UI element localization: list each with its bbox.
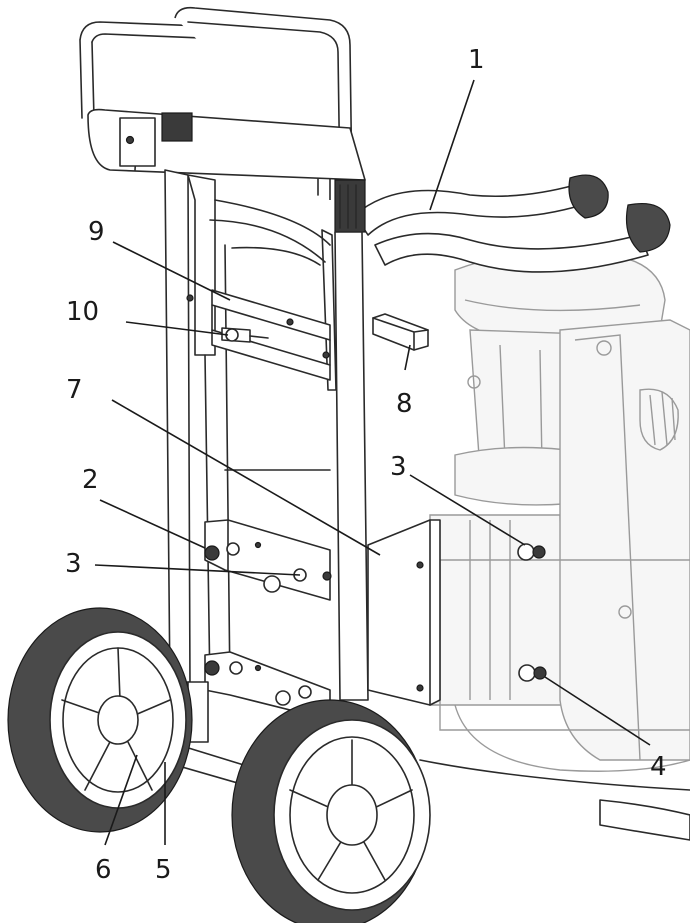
callout-6: 6	[95, 855, 112, 885]
folding-handle	[79, 6, 366, 233]
mounting-rail	[186, 289, 331, 381]
left-wheel	[7, 607, 193, 833]
leader-lines	[94, 79, 651, 846]
callout-9: 9	[88, 217, 105, 247]
trolley-frame	[164, 169, 369, 701]
motor-bolts	[517, 543, 547, 682]
callout-3b: 3	[390, 452, 407, 482]
callout-7: 7	[66, 375, 83, 405]
motor-unit	[429, 251, 690, 772]
callout-3: 3	[65, 549, 82, 579]
mounting-plate	[367, 519, 441, 706]
callout-8: 8	[396, 389, 413, 419]
callout-5: 5	[155, 855, 172, 885]
callout-4: 4	[650, 752, 667, 782]
callout-10: 10	[66, 297, 99, 327]
callout-1: 1	[468, 45, 485, 75]
handle-bar	[354, 174, 671, 273]
right-wheel	[231, 699, 690, 923]
callout-labels: 1 2 3 3 4 5 6 7 8 9 10	[65, 45, 667, 885]
spacer-block	[372, 313, 429, 351]
callout-2: 2	[82, 465, 99, 495]
upper-bracket	[204, 519, 332, 601]
